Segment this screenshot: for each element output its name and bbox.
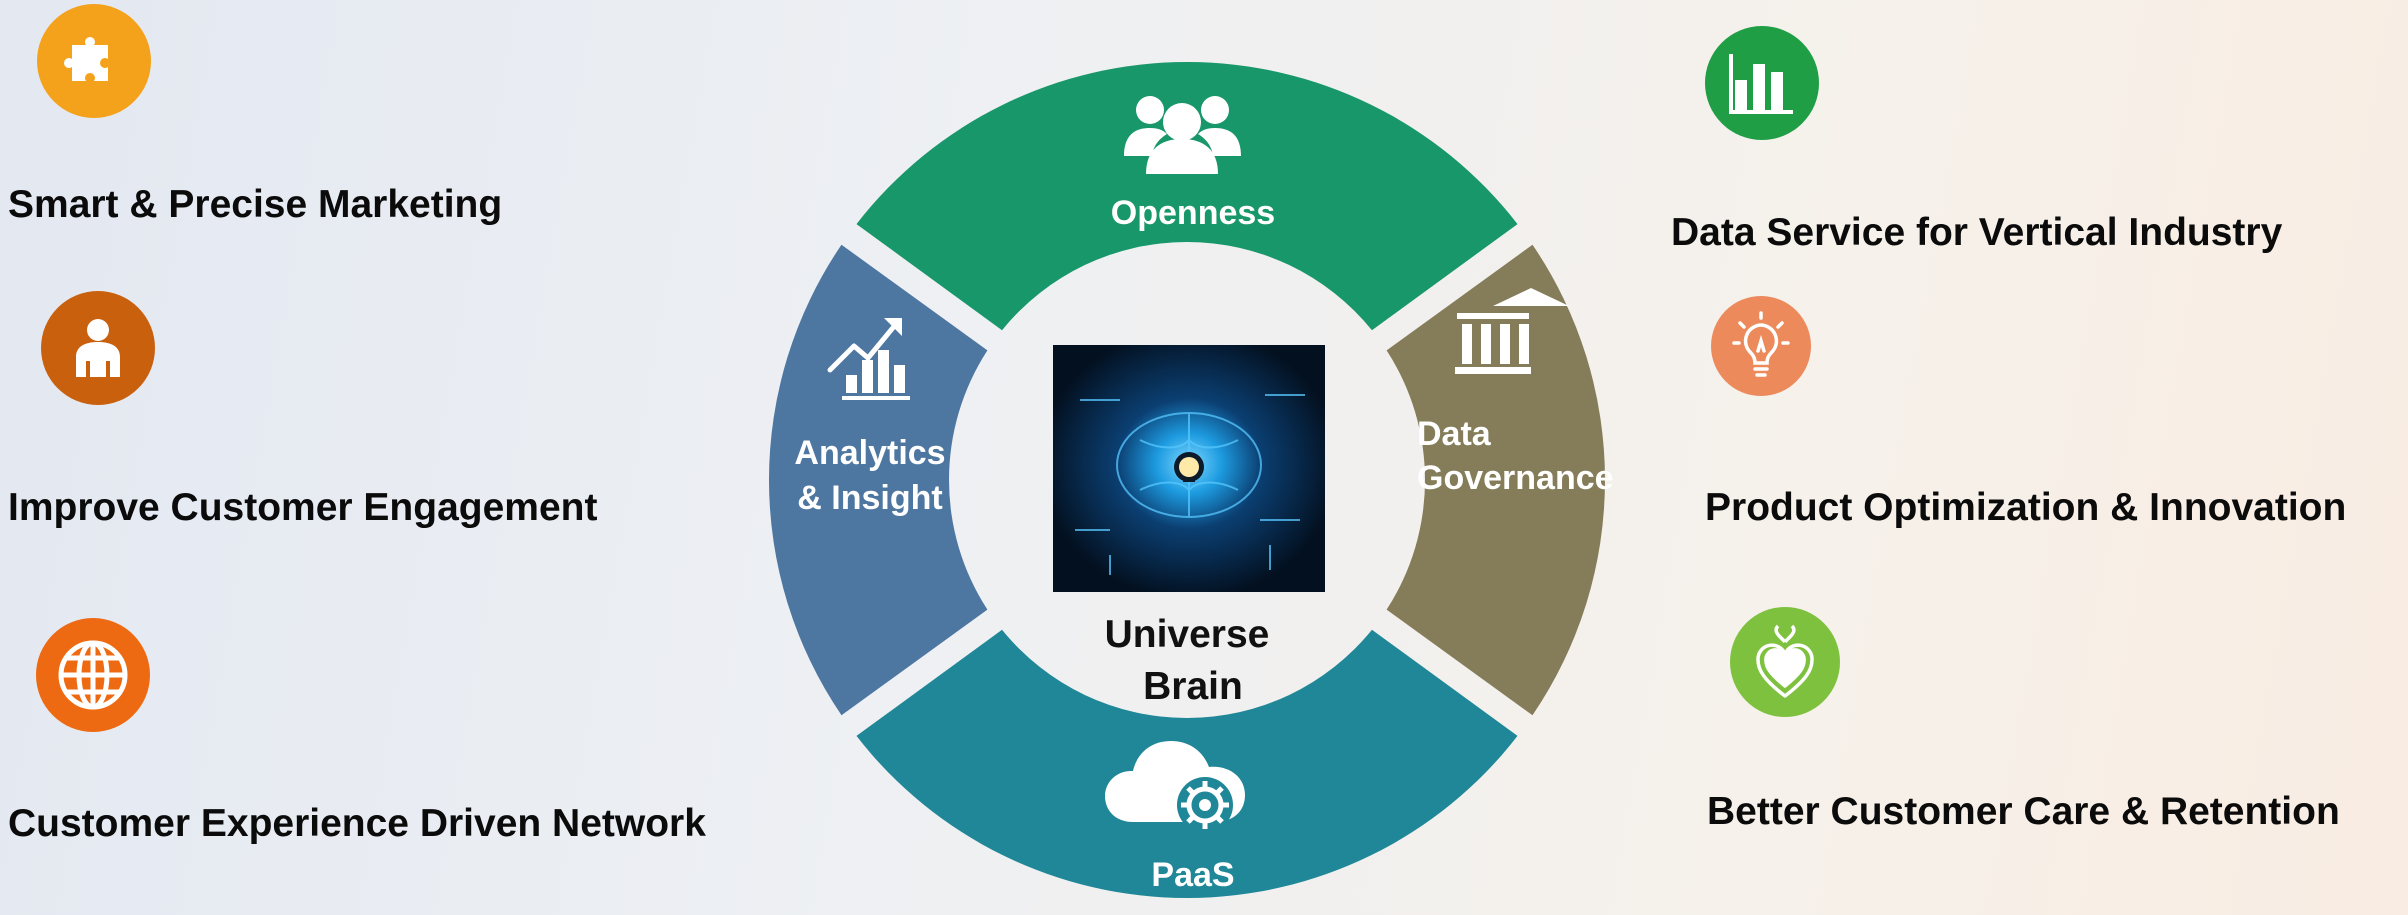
person-icon bbox=[41, 291, 155, 405]
segment-label-data: Data bbox=[1417, 415, 1492, 453]
feature-label-customer-care: Better Customer Care & Retention bbox=[1707, 790, 2340, 833]
people-group-icon bbox=[1124, 96, 1241, 174]
feature-label-vertical-industry: Data Service for Vertical Industry bbox=[1671, 211, 2283, 254]
puzzle-icon bbox=[37, 4, 151, 118]
center-title-line2: Brain bbox=[1143, 665, 1243, 708]
feature-label-marketing: Smart & Precise Marketing bbox=[8, 183, 503, 226]
segment-openness bbox=[856, 61, 1518, 331]
bank-building-icon bbox=[1455, 288, 1569, 374]
growth-chart-icon bbox=[827, 318, 910, 400]
feature-label-product-optimization: Product Optimization & Innovation bbox=[1705, 486, 2347, 529]
segment-label-insight: & Insight bbox=[797, 479, 942, 517]
segment-label-governance: Governance bbox=[1417, 459, 1614, 497]
segment-analytics-insight bbox=[768, 244, 988, 716]
center-title-line1: Universe bbox=[1105, 613, 1270, 656]
cloud-gear-icon bbox=[1105, 741, 1245, 833]
lightbulb-icon bbox=[1711, 296, 1811, 396]
feature-label-engagement: Improve Customer Engagement bbox=[8, 486, 598, 529]
segment-label-paas: PaaS bbox=[1151, 856, 1234, 894]
heart-icon bbox=[1730, 607, 1840, 717]
brain-lightbulb-icon bbox=[1053, 345, 1325, 592]
bar-chart-icon bbox=[1705, 26, 1819, 140]
segment-label-analytics: Analytics bbox=[794, 434, 945, 472]
globe-icon bbox=[36, 618, 150, 732]
segment-label-openness: Openness bbox=[1111, 194, 1275, 232]
segment-data-governance bbox=[1386, 244, 1605, 716]
feature-label-network: Customer Experience Driven Network bbox=[8, 802, 706, 845]
